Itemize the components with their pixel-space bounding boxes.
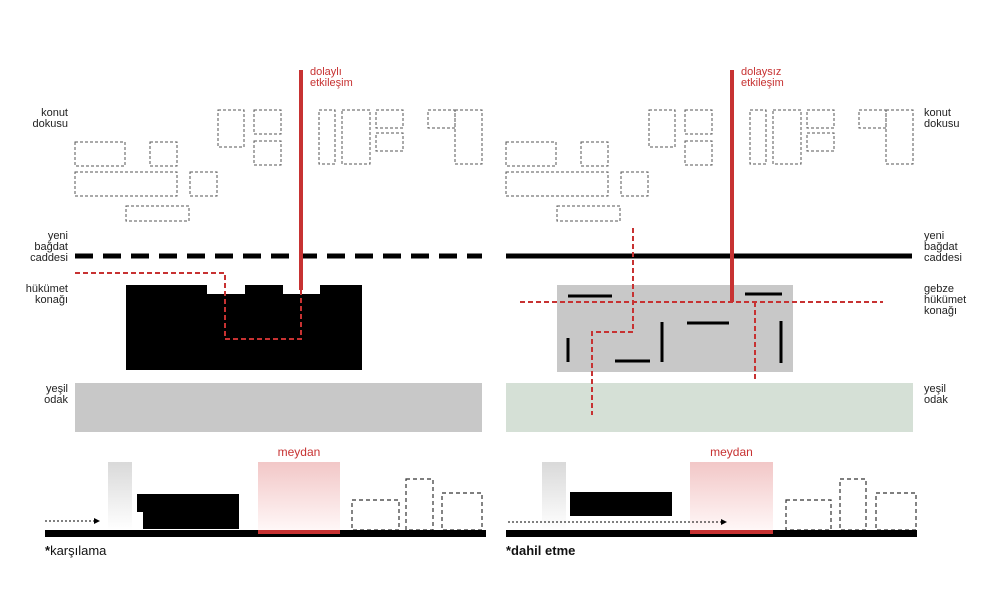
right-konak-label: gebze hükümet konağı (924, 284, 966, 317)
label-line: bağdat (34, 241, 68, 253)
housing-block (189, 171, 218, 197)
housing-block (749, 109, 767, 165)
housing-block (885, 109, 914, 165)
housing-block (427, 109, 456, 129)
label-line: caddesi (30, 252, 68, 264)
left-cadde-label: yeni bağdat caddesi (10, 231, 68, 264)
housing-block (454, 109, 483, 165)
housing-block (858, 109, 887, 129)
housing-block (580, 141, 609, 167)
caption-mark: * (45, 543, 51, 558)
right-black-block (570, 492, 672, 516)
housing-block (556, 205, 621, 222)
left-housing-fabric (74, 109, 483, 222)
meydan-text: meydan (277, 445, 321, 459)
meydan-text: meydan (710, 445, 753, 459)
label-line: etkileşim (741, 77, 784, 89)
label-line: hükümet (924, 294, 967, 306)
label-line: yeşil (924, 383, 947, 395)
left-caption: *karşılama (45, 543, 106, 558)
right-bottom-houses (785, 478, 917, 531)
right-green-area (506, 383, 913, 432)
house-outline (405, 478, 434, 531)
housing-block (375, 132, 404, 152)
label-line: konağı (34, 294, 68, 306)
label-line: odak (44, 394, 68, 406)
right-yesil-label: yeşil odak (924, 384, 948, 406)
house-outline (839, 478, 867, 531)
housing-block (505, 141, 557, 167)
house-outline (441, 492, 483, 531)
right-direct-paths (520, 228, 883, 415)
housing-block (253, 109, 282, 135)
label-line: yeni (924, 230, 945, 242)
housing-block (648, 109, 676, 148)
left-black-block (137, 494, 239, 529)
housing-block (253, 140, 282, 166)
housing-block (620, 171, 649, 197)
caption-text: *dahil etme (506, 543, 576, 558)
housing-block (684, 140, 713, 166)
left-indirect-path (75, 272, 302, 340)
red-dashed-route (591, 228, 634, 415)
label-line: etkileşim (310, 77, 353, 89)
left-konak-label: hükümet konağı (10, 284, 68, 306)
label-line: dokusu (924, 118, 960, 130)
right-government-building (557, 285, 793, 372)
label-line: dolaysız (741, 66, 782, 78)
label-line: konut (924, 107, 951, 119)
house-outline (875, 492, 917, 531)
housing-block (74, 171, 178, 197)
label-line: caddesi (924, 252, 962, 264)
label-line: konağı (924, 305, 958, 317)
label-line: dokusu (32, 118, 68, 130)
left-meydan-label: meydan (258, 445, 340, 459)
left-influence-label: dolaylı etkileşim (310, 67, 353, 89)
housing-block (375, 109, 404, 129)
housing-block (505, 171, 609, 197)
housing-block (684, 109, 713, 135)
housing-block (806, 109, 835, 129)
label-line: yeni (47, 230, 68, 242)
house-outline (785, 499, 832, 531)
housing-block (217, 109, 245, 148)
housing-block (125, 205, 190, 222)
housing-block (341, 109, 371, 165)
housing-block (772, 109, 802, 165)
housing-block (318, 109, 336, 165)
left-government-building (126, 285, 362, 370)
right-cadde-label: yeni bağdat caddesi (924, 231, 962, 264)
right-caption: *dahil etme (506, 543, 575, 558)
left-green-area (75, 383, 482, 432)
label-line: odak (924, 394, 948, 406)
left-yesil-label: yeşil odak (10, 384, 68, 406)
right-gray-tower (542, 462, 566, 530)
caption-text: karşılama (50, 543, 107, 558)
label-line: dolaylı (310, 66, 342, 78)
housing-block (149, 141, 178, 167)
left-panel (45, 70, 486, 537)
left-bottom-houses (351, 478, 483, 531)
label-line: konut (41, 107, 68, 119)
label-line: gebze (924, 283, 954, 295)
right-inner-walls (566, 292, 783, 363)
housing-block (806, 132, 835, 152)
right-meydan-label: meydan (690, 445, 773, 459)
right-meydan-square (690, 462, 773, 530)
right-housing-fabric (505, 109, 914, 222)
right-influence-label: dolaysız etkileşim (741, 67, 784, 89)
label-line: yeşil (45, 383, 68, 395)
label-line: bağdat (924, 241, 958, 253)
left-meydan-square (258, 462, 340, 530)
left-konut-label: konut dokusu (10, 108, 68, 130)
left-meydan-ground (258, 530, 340, 534)
left-gray-tower (108, 462, 132, 530)
label-line: hükümet (25, 283, 68, 295)
house-outline (351, 499, 400, 531)
right-konut-label: konut dokusu (924, 108, 959, 130)
housing-block (74, 141, 126, 167)
right-meydan-ground (690, 530, 773, 534)
right-panel (505, 70, 917, 537)
